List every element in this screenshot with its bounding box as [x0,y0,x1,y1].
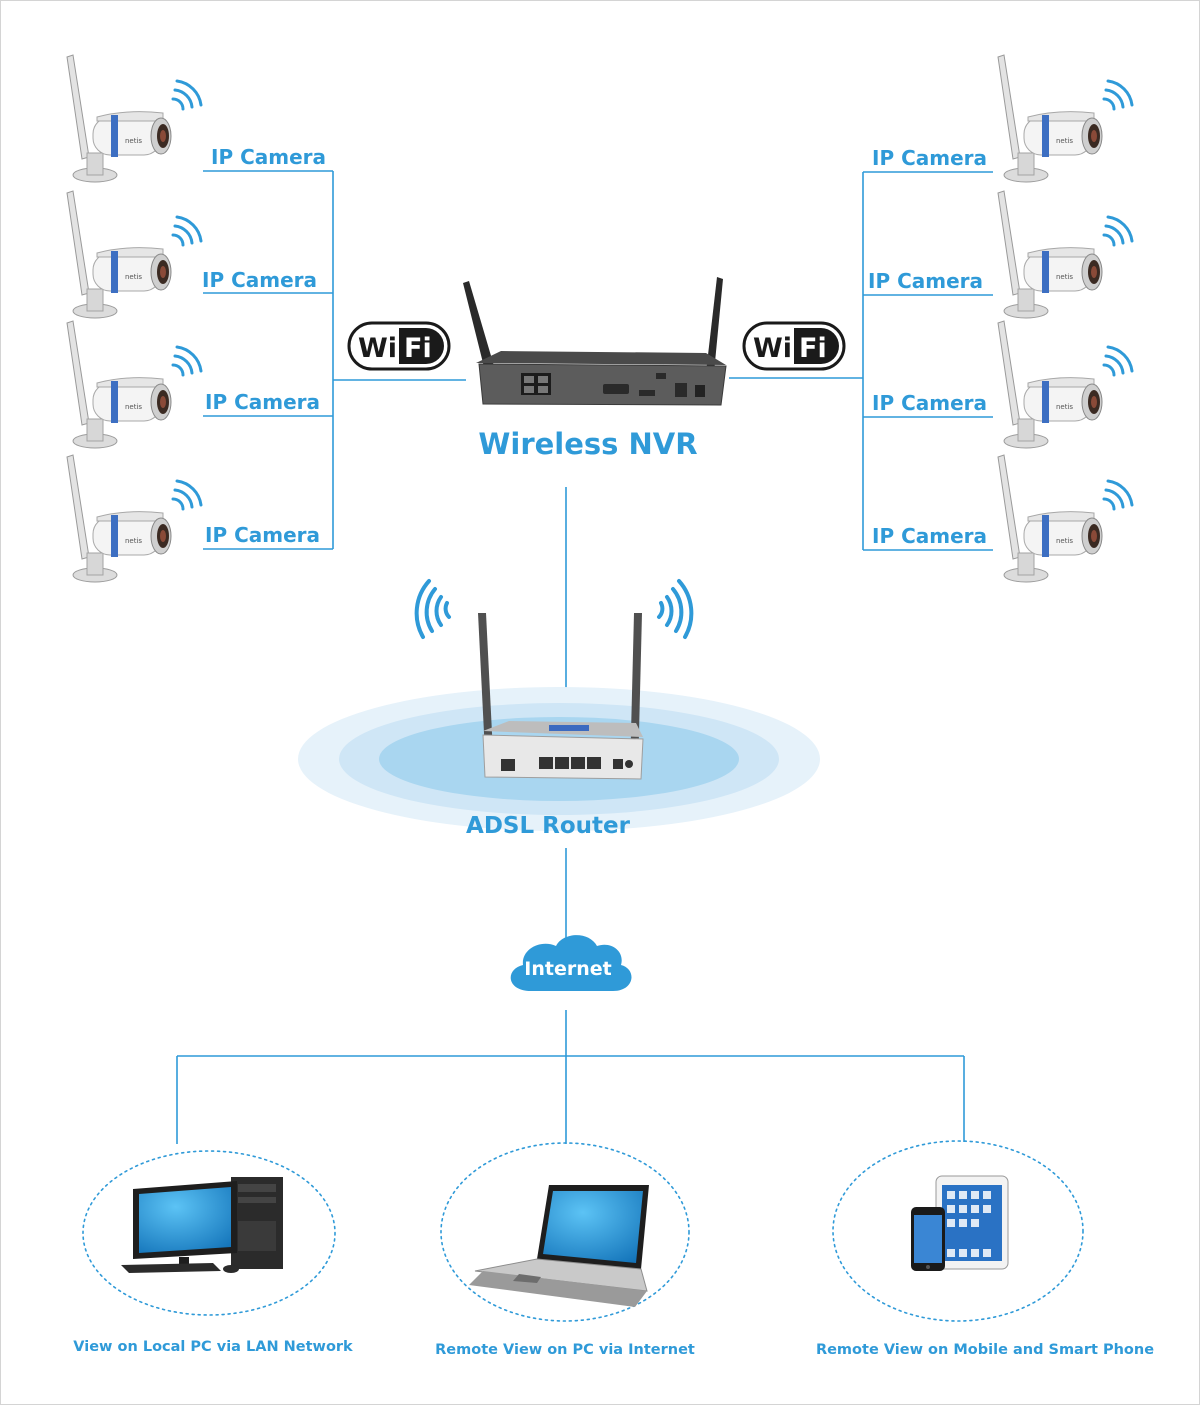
internet-distribution-connectors [176,1010,965,1144]
svg-text:Wi: Wi [753,333,792,364]
adsl-router-icon [478,613,644,780]
endpoint-boundary-mobile [832,1140,1084,1322]
internet-label: Internet [524,958,611,980]
camera-label-right-1: IP Camera [872,146,987,170]
svg-text:Fi: Fi [799,333,827,364]
camera-icon-left-2 [65,189,203,320]
endpoint-caption-mobile: Remote View on Mobile and Smart Phone [816,1342,1154,1358]
router-signal-waves-right [657,579,694,639]
nvr-label: Wireless NVR [478,427,697,461]
camera-icon-left-3 [65,319,203,450]
laptop-icon [469,1185,649,1307]
svg-text:Wi: Wi [358,333,397,364]
camera-icon-right-1 [996,53,1134,184]
camera-label-right-2: IP Camera [868,269,983,293]
camera-icon-left-4 [65,453,203,584]
endpoint-caption-remote-pc: Remote View on PC via Internet [435,1342,695,1358]
camera-icon-right-4 [996,453,1134,584]
desktop-pc-icon [121,1177,283,1273]
camera-label-right-4: IP Camera [872,524,987,548]
camera-icon-right-2 [996,189,1134,320]
endpoint-caption-local-pc: View on Local PC via LAN Network [73,1339,353,1355]
endpoint-boundary-remote-pc [440,1142,690,1322]
right-camera-connectors [729,171,993,551]
camera-label-right-3: IP Camera [872,391,987,415]
camera-label-left-1: IP Camera [211,145,326,169]
nvr-device-icon [463,277,727,406]
endpoint-boundary-local-pc [82,1150,336,1316]
internet-cloud-icon [510,935,632,991]
router-signal-waves-left [414,579,451,639]
tablet-phone-icon [911,1175,1009,1271]
left-camera-connectors [203,170,466,550]
camera-label-left-2: IP Camera [202,268,317,292]
router-label: ADSL Router [466,813,631,839]
wifi-logo-right: Wi Fi [742,321,846,371]
svg-text:Fi: Fi [404,333,432,364]
camera-icon-left-1 [65,53,203,184]
camera-label-left-4: IP Camera [205,523,320,547]
wifi-logo-left: Wi Fi [347,321,451,371]
camera-label-left-3: IP Camera [205,390,320,414]
camera-icon-right-3 [996,319,1134,450]
